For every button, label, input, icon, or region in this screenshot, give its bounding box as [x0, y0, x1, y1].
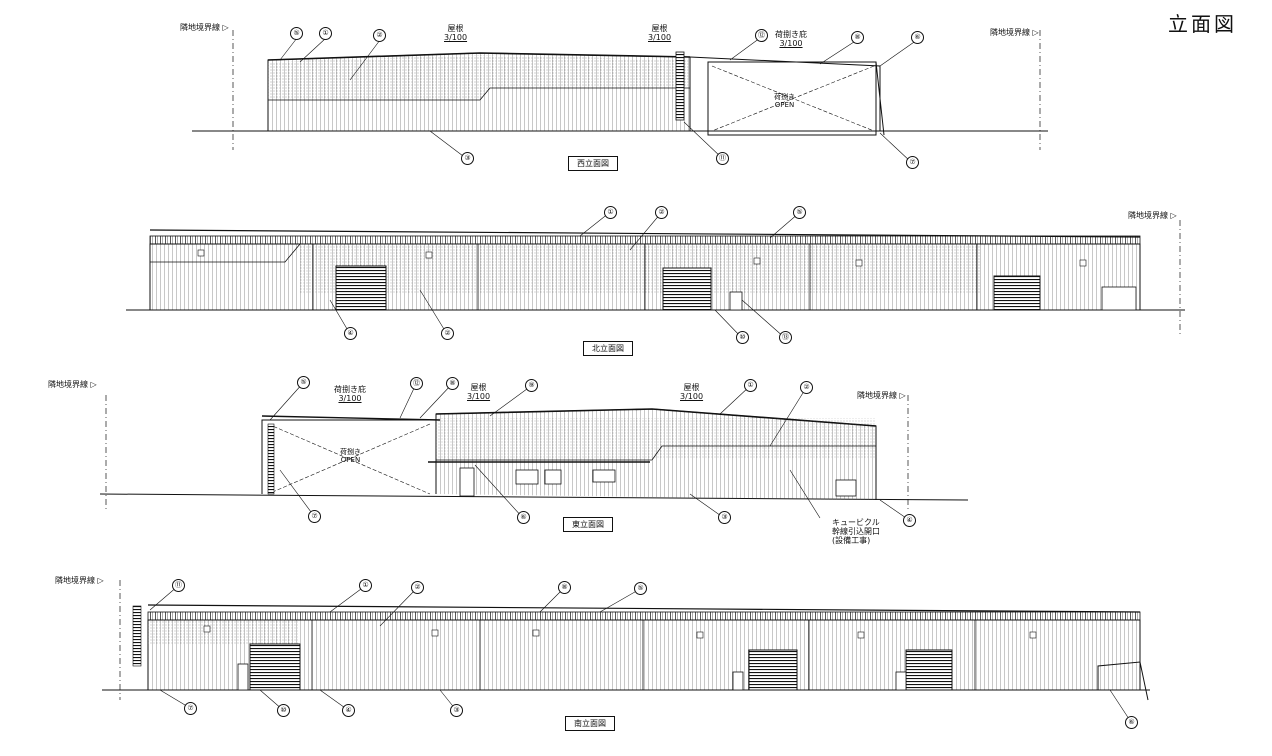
callout-marker: ⑥	[517, 511, 530, 524]
callout-marker: ⑦	[184, 702, 197, 715]
east-elevation-title: 東立面図	[563, 517, 613, 532]
callout-marker: ⑬	[779, 331, 792, 344]
callout-marker: ①	[604, 206, 617, 219]
callout-marker: ①	[319, 27, 332, 40]
callout-marker: ⑫	[410, 377, 423, 390]
east-elevation	[99, 395, 969, 510]
callout-marker: ⑩	[736, 331, 749, 344]
callout-marker: ⑥	[1125, 716, 1138, 729]
north-elevation-title: 北立面図	[583, 341, 633, 356]
boundary-label: 隣地境界線 ▷	[180, 23, 229, 32]
callout-marker: ①	[744, 379, 757, 392]
callout-marker: ⑨	[525, 379, 538, 392]
callout-marker: ⑩	[277, 704, 290, 717]
callout-marker: ⑤	[290, 27, 303, 40]
south-elevation	[102, 580, 1150, 701]
callout-marker: ②	[411, 581, 424, 594]
callout-marker: ②	[655, 206, 668, 219]
callout-marker: ②	[373, 29, 386, 42]
callout-marker: ④	[342, 704, 355, 717]
boundary-label: 隣地境界線 ▷	[55, 576, 104, 585]
west-elevation	[192, 30, 1048, 150]
boundary-label: 隣地境界線 ▷	[857, 391, 906, 400]
callout-marker: ⑪	[716, 152, 729, 165]
callout-marker: ⑫	[755, 29, 768, 42]
callout-marker: ③	[718, 511, 731, 524]
callout-marker: ③	[450, 704, 463, 717]
callout-marker: ②	[441, 327, 454, 340]
cubicle-note: キュービクル幹線引込開口(設備工事)	[832, 518, 880, 545]
callout-marker: ⑤	[634, 582, 647, 595]
callout-marker: ⑥	[911, 31, 924, 44]
callout-marker: ⑪	[172, 579, 185, 592]
west-elevation-title: 西立面図	[568, 156, 618, 171]
sheet-title: 立面図	[1168, 12, 1237, 36]
callout-marker: ⑤	[297, 376, 310, 389]
south-elevation-title: 南立面図	[565, 716, 615, 731]
callout-marker: ③	[461, 152, 474, 165]
callout-marker: ④	[903, 514, 916, 527]
callout-marker: ①	[359, 579, 372, 592]
boundary-label: 隣地境界線 ▷	[1128, 211, 1177, 220]
callout-marker: ⑧	[558, 581, 571, 594]
callout-marker: ④	[344, 327, 357, 340]
callout-marker: ⑧	[851, 31, 864, 44]
callout-marker: ⑤	[793, 206, 806, 219]
callout-marker: ②	[800, 381, 813, 394]
boundary-label: 隣地境界線 ▷	[48, 380, 97, 389]
callout-marker: ⑧	[446, 377, 459, 390]
callout-marker: ⑦	[308, 510, 321, 523]
callout-marker: ⑦	[906, 156, 919, 169]
boundary-label: 隣地境界線 ▷	[990, 28, 1039, 37]
north-elevation	[126, 220, 1185, 336]
